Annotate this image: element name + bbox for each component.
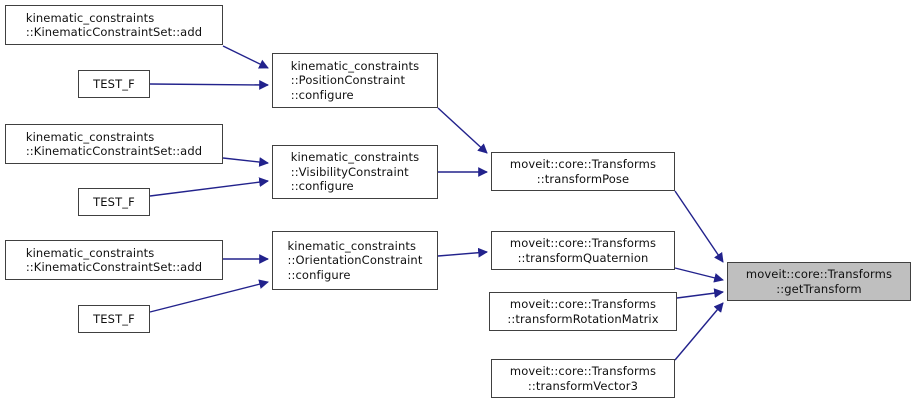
node-label: TEST_F xyxy=(93,311,135,326)
node-label: kinematic_constraints ::KinematicConstra… xyxy=(25,129,203,159)
edge-test-f-2-to-visibility-constraint-configure xyxy=(149,177,269,197)
node-label: moveit::core::Transforms ::transformPose xyxy=(509,157,657,186)
node-label: moveit::core::Transforms ::transformVect… xyxy=(509,364,657,393)
node-label: TEST_F xyxy=(93,194,135,209)
node-label: kinematic_constraints ::PositionConstrai… xyxy=(290,58,420,102)
edge-position-constraint-configure-to-transform-pose xyxy=(437,107,488,154)
node-transform-quaternion[interactable]: moveit::core::Transforms ::transformQuat… xyxy=(491,231,675,270)
node-orientation-constraint-configure[interactable]: kinematic_constraints ::OrientationConst… xyxy=(272,231,438,290)
node-label: moveit::core::Transforms ::transformQuat… xyxy=(509,236,657,265)
node-transform-rotation-matrix[interactable]: moveit::core::Transforms ::transformRota… xyxy=(489,292,677,331)
edge-transform-pose-to-get-transform xyxy=(674,190,724,263)
node-kcs-add-2[interactable]: kinematic_constraints ::KinematicConstra… xyxy=(5,124,223,164)
node-label: moveit::core::Transforms ::transformRota… xyxy=(507,297,659,326)
node-visibility-constraint-configure[interactable]: kinematic_constraints ::VisibilityConstr… xyxy=(272,145,438,199)
node-kcs-add-3[interactable]: kinematic_constraints ::KinematicConstra… xyxy=(5,240,223,280)
edge-test-f-1-to-position-constraint-configure xyxy=(149,80,269,90)
node-test-f-3[interactable]: TEST_F xyxy=(78,305,150,333)
node-transform-pose[interactable]: moveit::core::Transforms ::transformPose xyxy=(491,152,675,191)
edge-transform-vector3-to-get-transform xyxy=(674,302,724,361)
edge-transform-quaternion-to-get-transform xyxy=(674,267,724,283)
node-label: kinematic_constraints ::VisibilityConstr… xyxy=(290,150,420,194)
edge-kcs-add-2-to-visibility-constraint-configure xyxy=(222,157,269,167)
edge-orientation-constraint-configure-to-transform-quaternion xyxy=(437,247,488,258)
edge-test-f-3-to-orientation-constraint-configure xyxy=(149,279,269,313)
node-label: kinematic_constraints ::OrientationConst… xyxy=(287,238,423,282)
node-position-constraint-configure[interactable]: kinematic_constraints ::PositionConstrai… xyxy=(272,53,438,108)
node-test-f-1[interactable]: TEST_F xyxy=(78,70,150,98)
node-kcs-add-1[interactable]: kinematic_constraints ::KinematicConstra… xyxy=(5,5,223,45)
node-transform-vector3[interactable]: moveit::core::Transforms ::transformVect… xyxy=(491,359,675,398)
node-label: moveit::core::Transforms ::getTransform xyxy=(745,267,893,296)
node-test-f-2[interactable]: TEST_F xyxy=(78,188,150,216)
edge-transform-rotation-matrix-to-get-transform xyxy=(676,288,724,299)
node-label: TEST_F xyxy=(93,76,135,91)
node-get-transform[interactable]: moveit::core::Transforms ::getTransform xyxy=(727,262,911,301)
edge-kcs-add-1-to-position-constraint-configure xyxy=(222,45,269,69)
node-label: kinematic_constraints ::KinematicConstra… xyxy=(25,245,203,275)
node-label: kinematic_constraints ::KinematicConstra… xyxy=(25,10,203,40)
